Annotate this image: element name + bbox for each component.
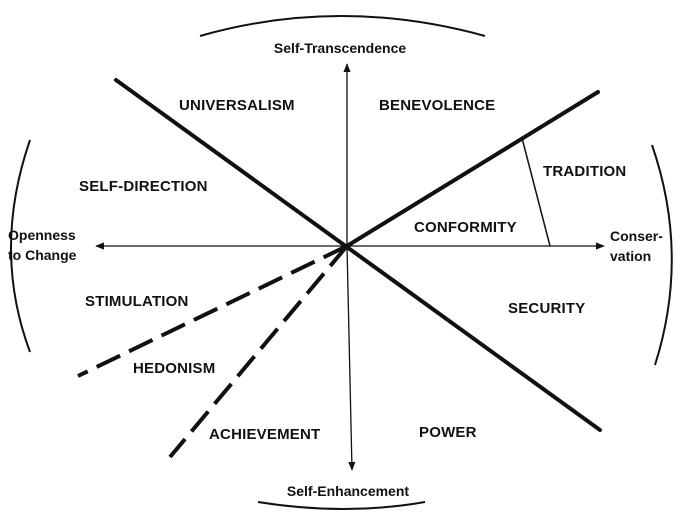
bottom-boundary-arc bbox=[257, 501, 426, 510]
benevolence-conformity-divider bbox=[345, 90, 600, 248]
hedonism-label: HEDONISM bbox=[133, 360, 215, 377]
self-enhancement-axis bbox=[346, 245, 356, 471]
tradition-conformity-divider bbox=[521, 137, 551, 247]
conservation-label-line1: Conser- bbox=[610, 228, 663, 244]
openness-to-change-label-line2: to Change bbox=[8, 247, 77, 263]
top-boundary-arc bbox=[199, 15, 486, 37]
left-boundary-arc bbox=[10, 139, 31, 353]
self-enhancement-label: Self-Enhancement bbox=[287, 483, 409, 499]
conservation-label-line2: vation bbox=[610, 248, 651, 264]
stimulation-label: STIMULATION bbox=[85, 293, 189, 310]
tradition-label: TRADITION bbox=[543, 163, 626, 180]
universalism-label: UNIVERSALISM bbox=[179, 97, 295, 114]
openness-to-change-label-line1: Openness bbox=[8, 227, 76, 243]
achievement-label: ACHIEVEMENT bbox=[209, 426, 320, 443]
power-label: POWER bbox=[419, 424, 477, 441]
benevolence-label: BENEVOLENCE bbox=[379, 97, 495, 114]
security-label: SECURITY bbox=[508, 300, 585, 317]
universalism-security-divider bbox=[114, 78, 602, 432]
hedonism-achievement-divider bbox=[168, 244, 349, 459]
self-direction-label: SELF-DIRECTION bbox=[79, 178, 208, 195]
right-boundary-arc bbox=[651, 144, 673, 366]
conformity-label: CONFORMITY bbox=[414, 219, 517, 236]
stimulation-hedonism-divider bbox=[77, 244, 348, 378]
self-transcendence-label: Self-Transcendence bbox=[274, 40, 406, 56]
